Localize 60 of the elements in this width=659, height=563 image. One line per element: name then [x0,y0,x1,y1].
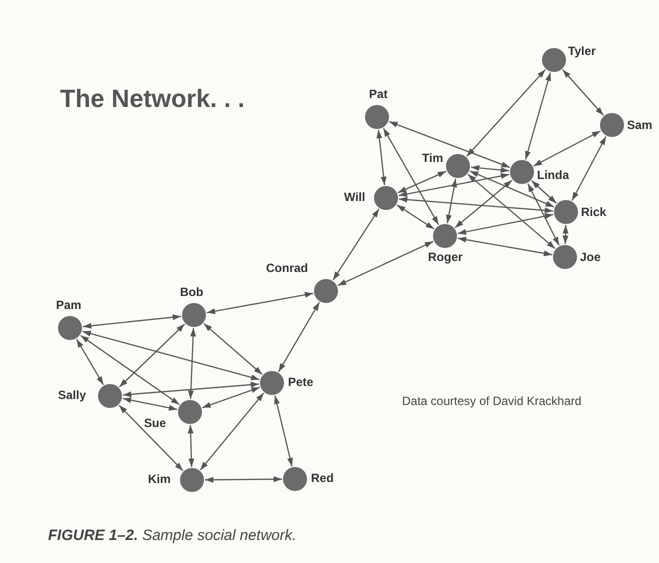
note: Data courtesy of David Krackhard [402,394,582,408]
arrow [527,183,560,246]
arrow [458,236,552,256]
arrow [82,314,182,329]
node-label: Sue [144,416,166,430]
node-label: Pete [288,375,314,389]
arrow [200,392,264,470]
arrow [188,328,196,400]
caption: FIGURE 1–2. Sample social network. [48,527,296,544]
arrow [533,130,601,167]
arrow [122,397,178,411]
arrow [446,178,457,224]
arrow [274,396,293,466]
arrow [470,165,510,173]
node-label: Will [344,190,366,204]
arrow [202,386,260,408]
arrow [396,204,434,230]
node-label: Roger [428,250,463,264]
arrow [203,323,263,375]
arrow [398,170,446,194]
arrow [398,173,510,197]
title: The Network. . . [60,85,245,114]
arrow [205,476,282,483]
node-label: Sally [58,388,86,402]
arrow [468,174,556,250]
node-label: Sam [627,118,652,132]
arrow [278,302,320,372]
arrow [118,404,184,472]
node-label: Pam [56,298,82,312]
arrow [470,170,554,208]
arrow [80,334,180,406]
arrow [376,130,387,186]
node-label: Bob [180,285,204,299]
arrow [466,69,546,157]
arrow [388,121,510,168]
node-label: Conrad [266,261,308,275]
arrow [332,208,380,280]
arrow [188,424,194,468]
arrow [531,180,557,204]
node-label: Kim [148,472,171,486]
arrow [82,330,260,380]
arrow [398,196,554,214]
arrow [562,224,568,244]
arrow [572,136,606,201]
arrow [76,338,104,386]
node-label: Rick [581,205,606,219]
node-label: Linda [537,168,569,182]
node-label: Tyler [568,44,596,58]
arrow [118,324,186,388]
node-label: Tim [422,151,444,165]
arrow [338,240,434,286]
arrow [525,72,551,160]
node-label: Pat [369,87,388,101]
arrow [454,180,512,228]
node-label: Red [311,471,334,485]
arrow [562,69,604,116]
arrow [458,213,554,235]
arrow [206,292,314,314]
node-label: Joe [580,250,601,264]
arrow [382,128,440,226]
